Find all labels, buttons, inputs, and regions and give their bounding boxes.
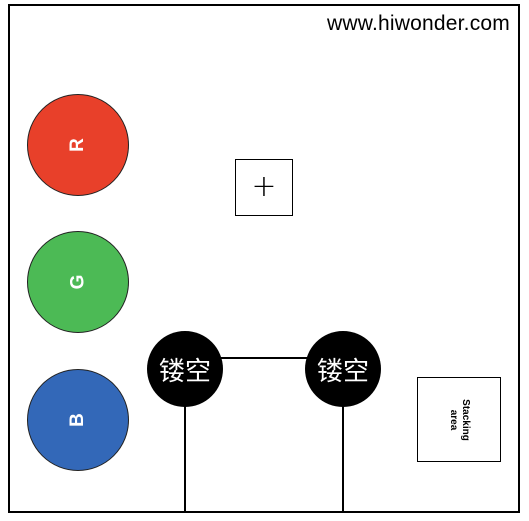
green-zone-label: G	[67, 274, 88, 290]
stacking-area-label: Stacking area	[447, 399, 471, 441]
left-vertical-line	[184, 405, 186, 513]
blue-zone-circle: B	[27, 369, 129, 471]
stacking-area-line1: Stacking	[460, 398, 471, 441]
center-marker-box: +	[235, 159, 293, 216]
stacking-area-box: Stacking area	[417, 377, 501, 462]
blue-zone-label: B	[66, 413, 88, 427]
plus-icon: +	[251, 168, 277, 204]
horizontal-connector-line	[221, 357, 307, 359]
stacking-area-line2: area	[448, 409, 459, 430]
hollow-point-right: 镂空	[305, 331, 381, 407]
website-url: www.hiwonder.com	[327, 12, 510, 35]
red-zone-label: R	[66, 138, 88, 152]
red-zone-circle: R	[27, 94, 129, 196]
map-frame	[8, 4, 520, 513]
hollow-point-left: 镂空	[147, 331, 223, 407]
green-zone-circle: G	[27, 231, 129, 333]
right-vertical-line	[342, 405, 344, 513]
